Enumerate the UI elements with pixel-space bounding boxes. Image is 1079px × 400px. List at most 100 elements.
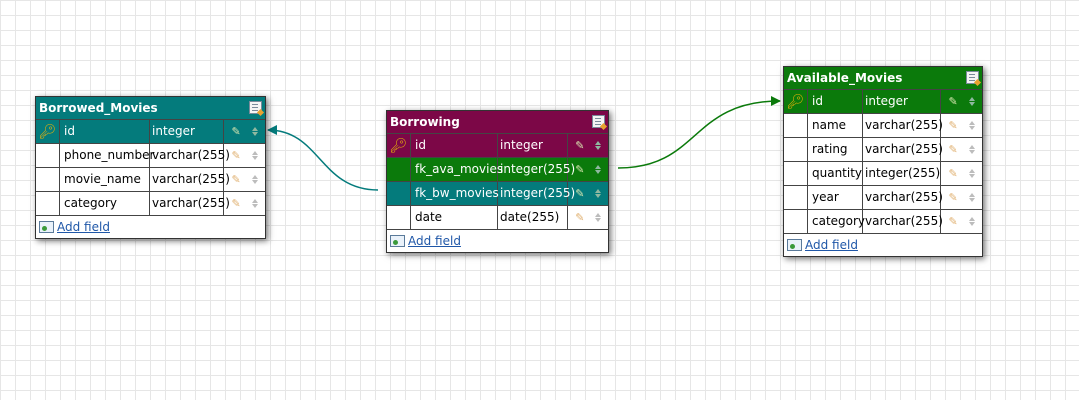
field-row-id[interactable]: 🔑︎ id integer ✎: [387, 133, 608, 157]
up-down-arrows-icon[interactable]: [251, 175, 258, 184]
key-cell: [387, 182, 411, 205]
key-cell: [387, 206, 411, 229]
up-down-arrows-icon[interactable]: [968, 145, 975, 154]
field-row-movie-name[interactable]: movie_name varchar(255) ✎: [36, 167, 265, 191]
table-header[interactable]: Borrowing: [387, 111, 608, 133]
field-type: varchar(255): [863, 210, 943, 233]
pencil-icon[interactable]: ✎: [948, 214, 958, 228]
pencil-icon[interactable]: ✎: [948, 118, 958, 132]
field-row-id[interactable]: 🔑︎ id integer ✎: [784, 89, 982, 113]
up-down-arrows-icon[interactable]: [251, 199, 258, 208]
field-type: varchar(255): [150, 168, 230, 191]
pencil-icon[interactable]: ✎: [948, 94, 958, 108]
field-actions: ✎: [941, 138, 982, 161]
up-down-arrows-icon[interactable]: [968, 169, 975, 178]
field-type: integer(255): [863, 162, 941, 185]
table-title: Available_Movies: [787, 71, 903, 85]
field-name: id: [808, 90, 863, 113]
table-footer: Add field: [784, 233, 982, 256]
field-actions: ✎: [568, 158, 608, 181]
add-field-icon[interactable]: [787, 239, 802, 251]
pencil-icon[interactable]: ✎: [948, 166, 958, 180]
field-type: integer: [863, 90, 941, 113]
table-borrowing[interactable]: Borrowing 🔑︎ id integer ✎ fk_ava_movies …: [386, 110, 609, 253]
field-name: fk_bw_movies: [411, 182, 499, 205]
field-name: year: [808, 186, 863, 209]
key-cell: [36, 144, 60, 167]
table-title: Borrowing: [390, 115, 460, 129]
up-down-arrows-icon[interactable]: [594, 165, 601, 174]
add-field-link[interactable]: Add field: [805, 238, 858, 252]
table-available-movies[interactable]: Available_Movies 🔑︎ id integer ✎ name va…: [783, 66, 983, 257]
edit-table-icon[interactable]: [966, 71, 979, 84]
field-type: varchar(255): [150, 144, 230, 167]
up-down-arrows-icon[interactable]: [594, 141, 601, 150]
key-cell: [36, 192, 60, 215]
pencil-icon[interactable]: ✎: [575, 186, 585, 200]
field-row-category[interactable]: category varchar(255) ✎: [784, 209, 982, 233]
field-actions: ✎: [941, 90, 982, 113]
field-row-fk-ava-movies[interactable]: fk_ava_movies integer(255) ✎: [387, 157, 608, 181]
add-field-icon[interactable]: [39, 221, 54, 233]
link-borrowing-to-available-movies: [617, 96, 781, 169]
table-footer: Add field: [387, 229, 608, 252]
table-header[interactable]: Borrowed_Movies: [36, 97, 265, 119]
pencil-icon[interactable]: ✎: [231, 124, 241, 138]
edit-table-icon[interactable]: [592, 115, 605, 128]
pencil-icon[interactable]: ✎: [575, 162, 585, 176]
link-borrowing-to-borrowed-movies: [267, 125, 379, 191]
field-type: varchar(255): [863, 138, 943, 161]
key-cell: [784, 186, 808, 209]
pencil-icon[interactable]: ✎: [948, 190, 958, 204]
field-row-date[interactable]: date date(255) ✎: [387, 205, 608, 229]
pencil-icon[interactable]: ✎: [231, 172, 241, 186]
field-name: id: [411, 134, 498, 157]
up-down-arrows-icon[interactable]: [594, 189, 601, 198]
field-name: id: [60, 120, 150, 143]
field-row-quantity[interactable]: quantity integer(255) ✎: [784, 161, 982, 185]
key-cell: [784, 210, 808, 233]
up-down-arrows-icon[interactable]: [251, 151, 258, 160]
field-row-phone-number[interactable]: phone_number varchar(255) ✎: [36, 143, 265, 167]
pencil-icon[interactable]: ✎: [231, 196, 241, 210]
edit-table-icon[interactable]: [249, 101, 262, 114]
field-actions: ✎: [941, 162, 982, 185]
table-title: Borrowed_Movies: [39, 101, 158, 115]
field-row-category[interactable]: category varchar(255) ✎: [36, 191, 265, 215]
pencil-icon[interactable]: ✎: [575, 138, 585, 152]
up-down-arrows-icon[interactable]: [968, 121, 975, 130]
table-header[interactable]: Available_Movies: [784, 67, 982, 89]
primary-key-cell: 🔑︎: [36, 120, 60, 143]
field-row-rating[interactable]: rating varchar(255) ✎: [784, 137, 982, 161]
field-row-name[interactable]: name varchar(255) ✎: [784, 113, 982, 137]
up-down-arrows-icon[interactable]: [968, 217, 975, 226]
key-cell: [36, 168, 60, 191]
field-row-fk-bw-movies[interactable]: fk_bw_movies integer(255) ✎: [387, 181, 608, 205]
pencil-icon[interactable]: ✎: [575, 210, 585, 224]
up-down-arrows-icon[interactable]: [594, 213, 601, 222]
field-row-id[interactable]: 🔑︎ id integer ✎: [36, 119, 265, 143]
add-field-icon[interactable]: [390, 235, 405, 247]
key-cell: [387, 158, 411, 181]
add-field-link[interactable]: Add field: [408, 234, 461, 248]
field-name: rating: [808, 138, 863, 161]
field-row-year[interactable]: year varchar(255) ✎: [784, 185, 982, 209]
field-name: category: [808, 210, 865, 233]
up-down-arrows-icon[interactable]: [968, 97, 975, 106]
pencil-icon[interactable]: ✎: [948, 142, 958, 156]
field-actions: ✎: [941, 186, 982, 209]
field-actions: ✎: [941, 114, 982, 137]
field-name: movie_name: [60, 168, 150, 191]
field-actions: ✎: [224, 120, 265, 143]
field-actions: ✎: [224, 168, 265, 191]
field-type: integer: [150, 120, 224, 143]
key-icon: 🔑︎: [389, 137, 408, 154]
pencil-icon[interactable]: ✎: [231, 148, 241, 162]
add-field-link[interactable]: Add field: [57, 220, 110, 234]
key-cell: [784, 162, 808, 185]
field-type: varchar(255): [150, 192, 230, 215]
up-down-arrows-icon[interactable]: [251, 127, 258, 136]
table-borrowed-movies[interactable]: Borrowed_Movies 🔑︎ id integer ✎ phone_nu…: [35, 96, 266, 239]
field-type: varchar(255): [863, 114, 943, 137]
up-down-arrows-icon[interactable]: [968, 193, 975, 202]
